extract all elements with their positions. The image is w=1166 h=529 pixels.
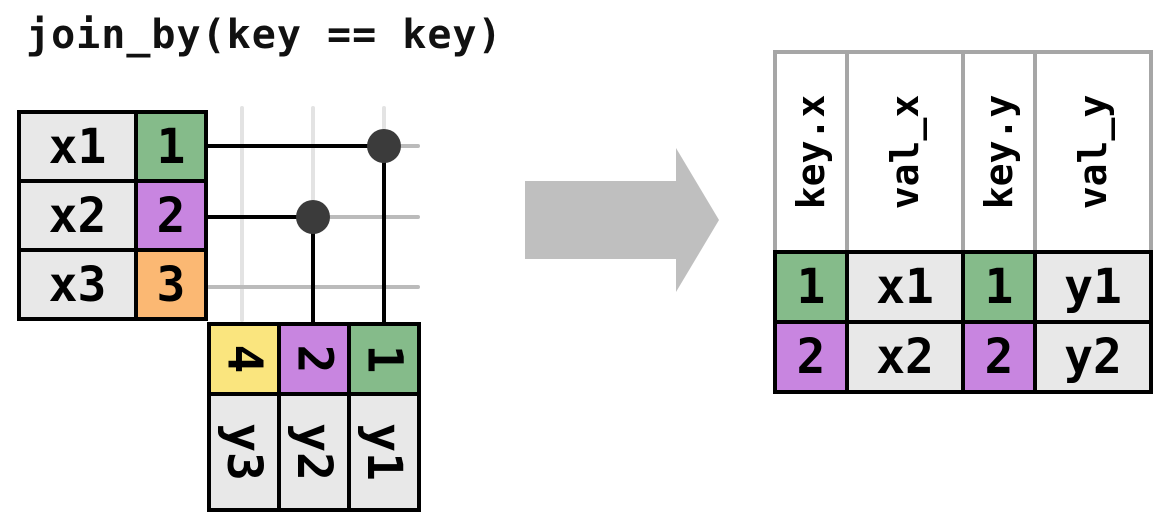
- result-header-key-x: key.x: [777, 54, 845, 250]
- y-table-key-cell: 2: [281, 326, 347, 392]
- match-dot-key2: [296, 200, 330, 234]
- join-expression-title: join_by(key == key): [26, 12, 503, 58]
- result-header-label: val_x: [883, 94, 928, 210]
- result-header-val-x: val_x: [849, 54, 961, 250]
- x-table-val-cell: x2: [21, 183, 134, 248]
- result-key-y-cell: 2: [965, 324, 1033, 390]
- result-val-x-cell: x2: [849, 324, 961, 390]
- result-val-y-cell: y1: [1037, 254, 1149, 320]
- y-table-val-cell: y3: [211, 396, 277, 508]
- result-key-y-cell: 1: [965, 254, 1033, 320]
- y-table-val-cell: y2: [281, 396, 347, 508]
- result-table-header: key.x val_x key.y val_y: [773, 50, 1153, 250]
- x-table-key-cell: 2: [138, 183, 204, 248]
- result-header-key-y: key.y: [965, 54, 1033, 250]
- y-table-val-label: y1: [355, 423, 412, 481]
- result-key-x-cell: 2: [777, 324, 845, 390]
- result-table-body: 1 x1 1 y1 2 x2 2 y2: [773, 250, 1153, 394]
- match-line-key2-horizontal: [207, 215, 315, 219]
- y-table-key-label: 1: [356, 344, 412, 374]
- y-table-val-label: y2: [285, 423, 342, 481]
- y-table-val-label: y3: [215, 423, 272, 481]
- y-table-key-cell: 4: [211, 326, 277, 392]
- result-header-label: val_y: [1071, 94, 1116, 210]
- grid-guide-vertical-y3: [240, 106, 244, 322]
- match-line-key1-horizontal: [207, 144, 386, 148]
- x-table-key-cell: 3: [138, 252, 204, 317]
- match-dot-key1: [367, 129, 401, 163]
- match-line-key2-vertical: [311, 215, 315, 322]
- x-table-key-cell: 1: [138, 114, 204, 179]
- x-table-val-cell: x1: [21, 114, 134, 179]
- x-table-val-cell: x3: [21, 252, 134, 317]
- result-val-x-cell: x1: [849, 254, 961, 320]
- result-arrow-body: [525, 181, 676, 259]
- y-table-key-label: 2: [286, 344, 342, 374]
- result-key-x-cell: 1: [777, 254, 845, 320]
- y-table-key-cell: 1: [351, 326, 417, 392]
- y-table-val-cell: y1: [351, 396, 417, 508]
- result-arrow-head-icon: [676, 148, 719, 292]
- match-line-key1-vertical: [382, 144, 386, 322]
- y-table-key-label: 4: [216, 344, 272, 374]
- result-val-y-cell: y2: [1037, 324, 1149, 390]
- result-header-val-y: val_y: [1037, 54, 1149, 250]
- x-table: x1 1 x2 2 x3 3: [17, 110, 208, 321]
- result-header-label: key.x: [789, 94, 834, 210]
- y-table: 4 y3 2 y2 1 y1: [207, 322, 421, 512]
- result-header-label: key.y: [977, 94, 1022, 210]
